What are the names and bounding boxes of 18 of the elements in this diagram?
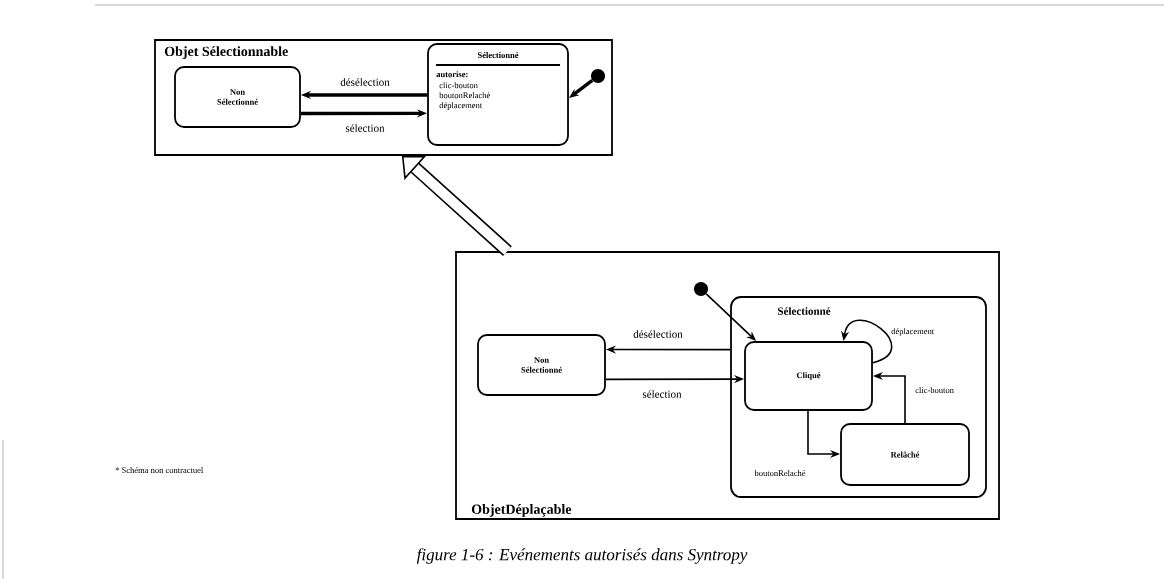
state-box: Cliqué [744, 341, 873, 411]
state-box: Sélectionné autorise: clic-bouton boutonRelaché déplacement [427, 43, 569, 146]
state-box: Non Sélectionné [477, 334, 606, 396]
initial-state-dot [591, 69, 605, 83]
edge-label: sélection [642, 390, 682, 398]
initial-state-dot [694, 282, 708, 296]
state-box: Non Sélectionné [174, 66, 301, 128]
edge-label: désélection [340, 78, 390, 86]
self-transition-arrow [841, 319, 893, 364]
edge-label: sélection [345, 124, 385, 132]
edge-label: boutonRelaché [754, 470, 806, 476]
edge-label: désélection [633, 330, 683, 338]
caption: figure 1-6 : Evénements autorisés dans Syntropy [416, 548, 748, 564]
state-box: Relâché [840, 423, 970, 486]
edge-label: clic-bouton [915, 387, 954, 393]
edge-label: déplacement [891, 328, 935, 336]
note: * Schéma non contractuel [115, 467, 204, 473]
inheritance-arrow [401, 155, 512, 256]
